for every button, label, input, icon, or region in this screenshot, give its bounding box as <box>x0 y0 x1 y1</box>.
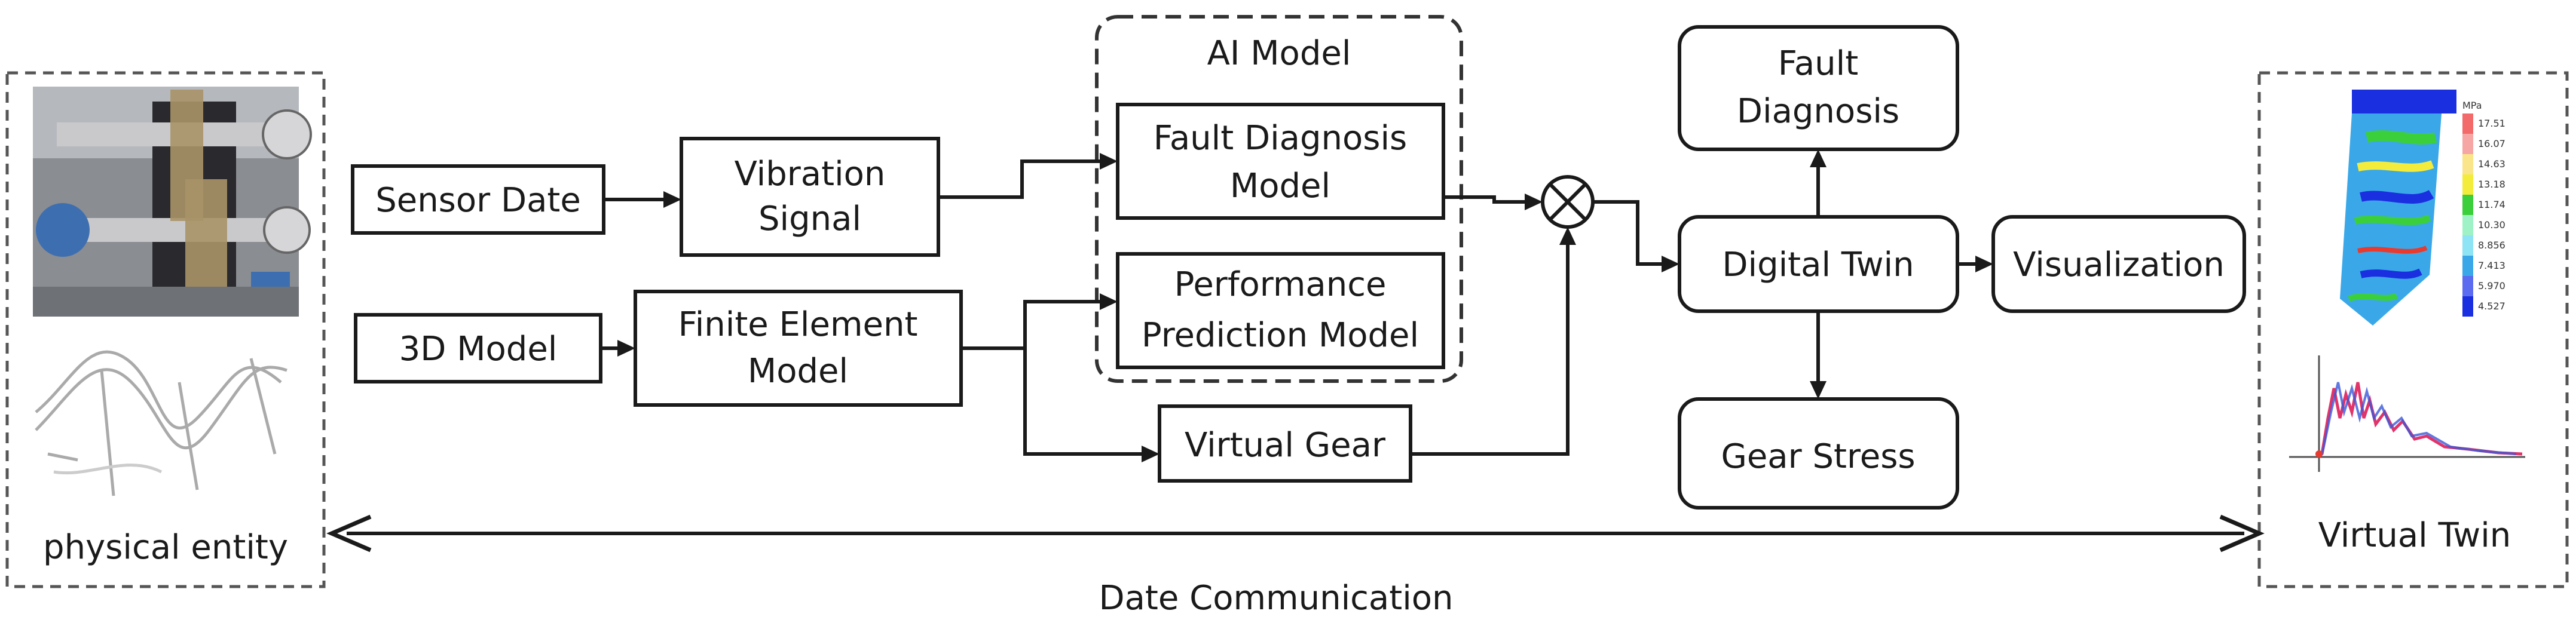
physical-entity-panel: physical entity <box>5 71 326 588</box>
performance-prediction-box: Performance Prediction Model <box>1116 252 1445 369</box>
legend-value: 7.413 <box>2478 260 2505 271</box>
finite-element-label-line1: Finite Element <box>678 305 918 344</box>
visualization-box: Visualization <box>1991 215 2246 313</box>
digital-twin-box: Digital Twin <box>1678 215 1959 313</box>
sensor-date-label: Sensor Date <box>375 181 581 220</box>
legend-value: 5.970 <box>2478 280 2505 291</box>
legend-value: 17.51 <box>2478 118 2505 129</box>
stress-contour-image <box>2340 90 2456 326</box>
vibration-signal-label-line2: Signal <box>758 200 861 238</box>
arrow-virtual-gear-to-junction <box>1411 234 1570 456</box>
virtual-twin-label: Virtual Twin <box>2318 516 2511 555</box>
model-3d-label: 3D Model <box>399 330 558 369</box>
gear-stress-box: Gear Stress <box>1678 397 1959 510</box>
vibration-signal-label-line1: Vibration <box>735 155 886 194</box>
fault-diagnosis-model-label-line1: Fault Diagnosis <box>1154 119 1407 158</box>
arrow-junction-to-digital-twin <box>1593 200 1672 266</box>
legend-value: 4.527 <box>2478 300 2505 312</box>
gearbox-photo <box>33 87 312 317</box>
model-3d-box: 3D Model <box>354 313 602 383</box>
legend-value: 13.18 <box>2478 179 2505 190</box>
legend-value: 11.74 <box>2478 199 2505 210</box>
stress-color-legend: MPa 17.51 16.07 14.63 13.18 11.74 10.30 … <box>2462 100 2505 317</box>
virtual-gear-label: Virtual Gear <box>1185 426 1386 465</box>
vibration-signal-box: Vibration Signal <box>680 137 940 257</box>
connectors <box>347 156 2244 535</box>
virtual-twin-panel: MPa 17.51 16.07 14.63 13.18 11.74 10.30 … <box>2257 71 2569 588</box>
fault-diagnosis-model-label-line2: Model <box>1230 167 1330 205</box>
fault-diagnosis-label-line2: Diagnosis <box>1737 92 1899 131</box>
date-communication-label: Date Communication <box>1099 579 1453 618</box>
performance-prediction-label-line2: Prediction Model <box>1142 316 1419 355</box>
arrowheads <box>617 149 1993 462</box>
digital-twin-label: Digital Twin <box>1722 246 1914 284</box>
gear-contact-sketch <box>35 350 287 496</box>
arrow-fem-to-virtual-gear <box>1023 348 1152 456</box>
fault-diagnosis-box: Fault Diagnosis <box>1678 25 1959 151</box>
spectrum-plot <box>2289 355 2525 472</box>
legend-value: 8.856 <box>2478 240 2505 251</box>
arrow-fault-model-to-junction <box>1443 195 1536 204</box>
sensor-date-box: Sensor Date <box>351 164 605 235</box>
ai-model-label: AI Model <box>1207 34 1351 73</box>
fusion-junction-icon <box>1541 175 1595 229</box>
legend-value: 10.30 <box>2478 219 2505 231</box>
visualization-label: Visualization <box>2013 246 2225 284</box>
legend-value: 16.07 <box>2478 138 2505 149</box>
virtual-gear-box: Virtual Gear <box>1158 404 1412 483</box>
arrow-fem-to-performance <box>961 300 1110 350</box>
arrow-vibration-to-fault-model <box>938 159 1110 199</box>
legend-unit: MPa <box>2462 100 2482 111</box>
fault-diagnosis-label-line1: Fault <box>1778 44 1858 83</box>
legend-value: 14.63 <box>2478 158 2505 170</box>
finite-element-label-line2: Model <box>748 352 848 391</box>
physical-entity-label: physical entity <box>43 528 288 567</box>
gear-stress-label: Gear Stress <box>1721 437 1915 476</box>
fault-diagnosis-model-box: Fault Diagnosis Model <box>1116 103 1445 220</box>
communication-arrowheads <box>326 514 2265 553</box>
finite-element-box: Finite Element Model <box>634 290 963 407</box>
performance-prediction-label-line1: Performance <box>1174 265 1387 304</box>
